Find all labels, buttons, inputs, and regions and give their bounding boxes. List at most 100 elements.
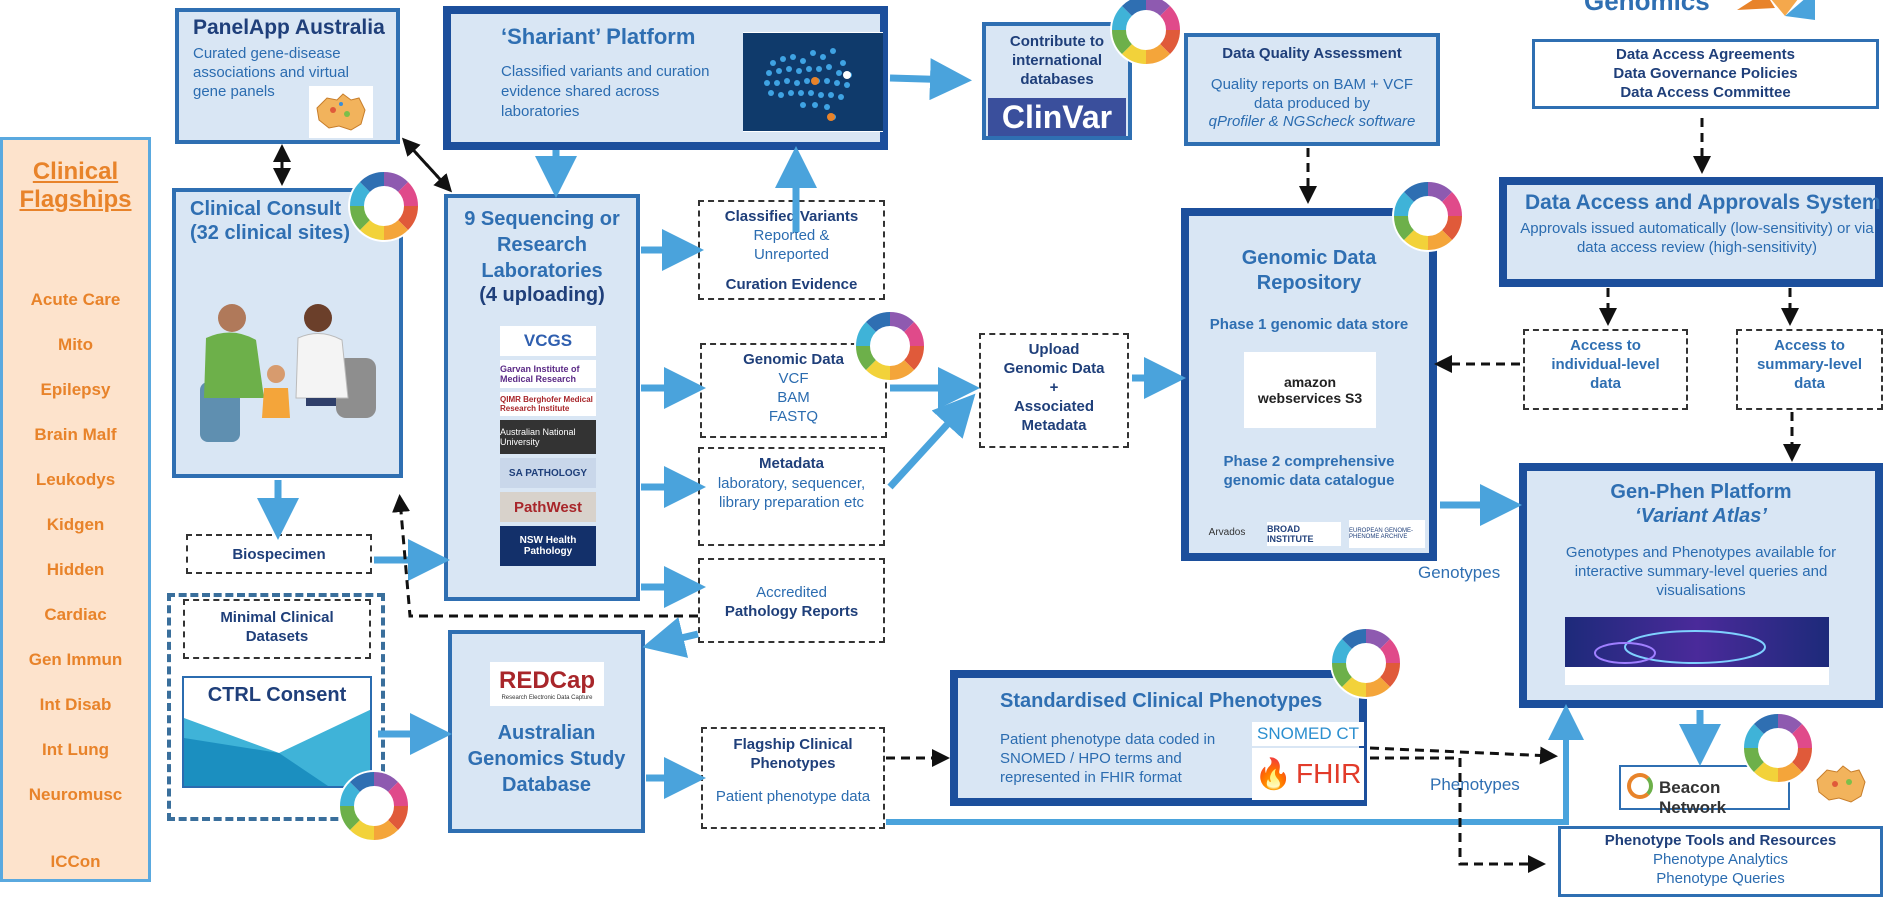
nsw-health-logo: NSW Health Pathology [500,526,596,566]
flagship-item: Cardiac [44,605,107,624]
governance-line1: Data Access Agreements [1616,46,1795,63]
classified-footer: Curation Evidence [725,276,858,293]
clinical-consult-illustration [186,278,386,448]
governance-line2: Data Governance Policies [1613,65,1798,82]
aws-s3-logo-text: amazon webservices S3 [1257,374,1363,406]
labs-title: 9 Sequencing or Research Laboratories [464,208,620,282]
contribute-box: Contribute to international databases Cl… [982,22,1132,140]
flagship-item: Int Lung [41,740,110,759]
dqa-title: Data Quality Assessment [1222,45,1402,62]
qimr-logo: QIMR Berghofer Medical Research Institut… [500,392,596,416]
variant-atlas-screenshot [1565,617,1829,685]
upload-l3: + [1049,379,1059,396]
flagship-item: Kidgen [46,515,105,534]
upload-l5: Metadata [1021,417,1087,434]
australia-map-icon [309,86,373,138]
fhir-logo: 🔥FHIR [1252,748,1364,800]
repository-box: Genomic Data Repository Phase 1 genomic … [1181,208,1437,561]
colour-ring-icon [1328,625,1404,701]
flagship-pheno-desc: Patient phenotype data [715,788,871,805]
access-individual-l2: individual-level [1551,356,1660,373]
repository-title: Genomic Data Repository [1241,247,1377,294]
access-summary-l3: data [1794,375,1825,392]
genphen-desc: Genotypes and Phenotypes available for i… [1565,544,1837,599]
flagship-item: Brain Malf [34,425,117,444]
flagship-item: Leukodys [35,470,116,489]
beacon-australia-icon [1812,760,1870,808]
fhir-logo-text: FHIR [1296,758,1362,789]
ctrl-l2: Portal [248,710,306,732]
classified-l2: Unreported [753,246,830,263]
flagship-item: Epilepsy [40,380,111,399]
flagship-item: Mito [58,335,93,354]
genphen-title: Gen-Phen Platform [1610,481,1792,503]
genphen-subtitle: ‘Variant Atlas’ [1635,505,1767,527]
standardised-phenotypes-box: Standardised Clinical Phenotypes Patient… [950,670,1367,806]
metadata-desc: laboratory, sequencer, library preparati… [717,475,866,511]
shariant-desc: Classified variants and curation evidenc… [501,63,710,120]
panelapp-title: PanelApp Australia [193,16,385,39]
clinvar-logo-text: ClinVar [1001,98,1113,135]
shariant-title: ‘Shariant’ Platform [501,24,696,49]
redcap-logo: REDCap Research Electronic Data Capture [490,662,604,706]
labs-subtitle: (4 uploading) [479,284,605,306]
classified-l1: Reported & [753,227,830,244]
pathology-box: Accredited Pathology Reports [698,558,885,643]
colour-ring-icon [1740,710,1816,786]
metadata-title: Metadata [758,455,825,472]
beacon-label: Beacon Network [1659,778,1727,817]
colour-ring-icon [852,308,928,384]
genomic-data-bam: BAM [777,389,810,406]
consult-box: Clinical Consult (32 clinical sites) [172,188,403,478]
flagship-item: Acute Care [30,290,121,309]
governance-line3: Data Access Committee [1620,84,1791,101]
genotypes-label: Genotypes [1418,563,1501,582]
garvan-logo: Garvan Institute of Medical Research [500,360,596,388]
aws-s3-logo: amazon webservices S3 [1244,352,1376,428]
nsw-health-logo-text: NSW Health Pathology [519,535,577,557]
panelapp-desc: Curated gene-disease associations and vi… [193,45,349,100]
metadata-box: Metadata laboratory, sequencer, library … [698,447,885,546]
access-system-desc: Approvals issued automatically (low-sens… [1520,220,1874,256]
access-system-box: Data Access and Approvals System Approva… [1499,177,1883,287]
ega-logo-text: EUROPEAN GENOME-PHENOME ARCHIVE [1349,528,1414,540]
consult-subtitle: (32 clinical sites) [190,222,351,244]
genomic-data-fastq: FASTQ [768,408,819,425]
sa-pathology-logo-text: SA PATHOLOGY [508,467,588,479]
contribute-title: Contribute to international databases [1009,33,1105,88]
access-individual-box: Access to individual-level data [1523,329,1688,410]
consent-group [167,593,385,821]
anu-logo: Australian National University [500,420,596,454]
colour-ring-icon [346,168,422,244]
classified-title: Classified Variants [724,208,859,225]
pheno-tools-title: Phenotype Tools and Resources [1604,832,1837,849]
snomed-logo-text: SNOMED CT [1257,724,1359,743]
vcgs-logo-text: VCGS [523,331,573,350]
brand-fragment: Genomics [1584,0,1710,16]
genomic-data-title: Genomic Data [743,351,844,368]
pathology-l2: Pathology Reports [724,603,859,620]
std-pheno-title: Standardised Clinical Phenotypes [1000,690,1323,712]
classified-variants-box: Classified Variants Reported & Unreporte… [698,200,885,300]
minimal-datasets-box: Minimal Clinical Datasets [183,599,371,659]
anu-logo-text: Australian National University [500,427,576,447]
genomic-data-box: Genomic Data VCF BAM FASTQ [700,343,887,438]
pathology-l1: Accredited [756,584,827,601]
flagship-phenotypes-box: Flagship Clinical Phenotypes Patient phe… [701,727,885,829]
pheno-tools-box: Phenotype Tools and Resources Phenotype … [1558,826,1883,897]
arvados-logo: Arvados [1195,520,1259,544]
broad-logo-text: BROAD INSTITUTE [1267,524,1314,544]
colour-ring-icon [1390,178,1466,254]
beacon-icon [1627,773,1653,799]
garvan-logo-text: Garvan Institute of Medical Research [500,364,580,384]
dqa-software: qProfiler & NGScheck software [1208,113,1416,130]
access-summary-l2: summary-level [1756,356,1863,373]
clinvar-logo: ClinVar [988,98,1126,136]
dqa-box: Data Quality Assessment Quality reports … [1184,33,1440,146]
access-summary-l1: Access to [1774,337,1845,354]
minimal-l2: Datasets [245,628,309,645]
panelapp-box: PanelApp Australia Curated gene-disease … [175,8,400,144]
ctrl-l1: CTRL Consent [207,684,347,706]
biospecimen-label: Biospecimen [232,546,326,563]
